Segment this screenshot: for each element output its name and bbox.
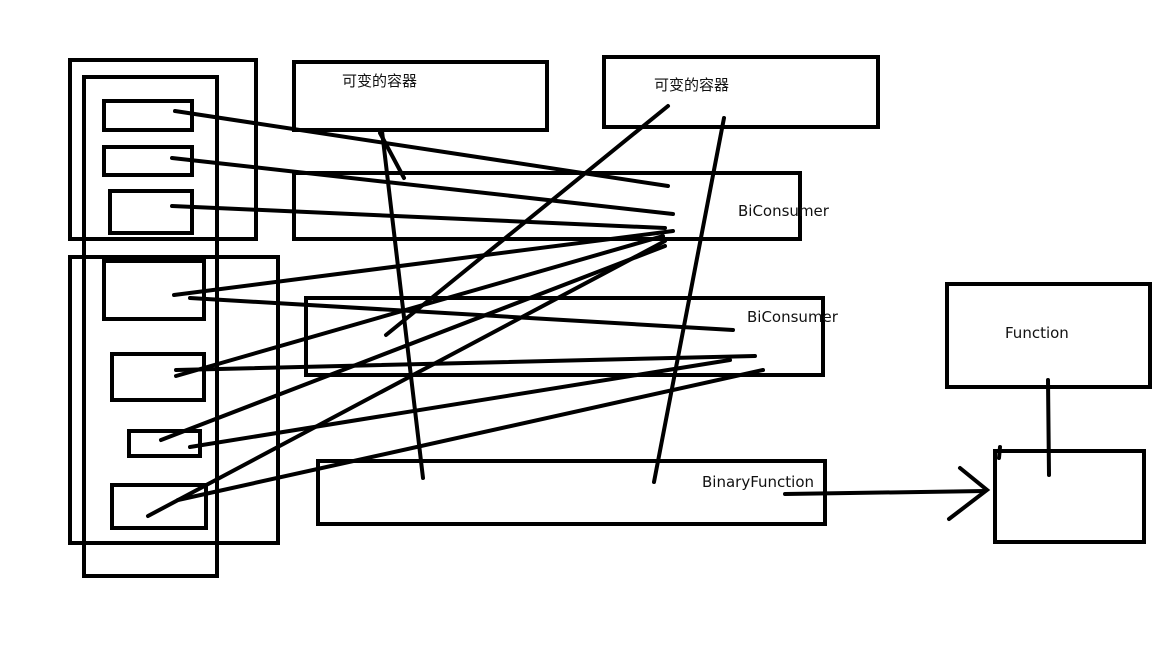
stroke-container1-to-binaryfunction xyxy=(380,129,425,480)
stroke-e4-to-b2 xyxy=(188,296,735,332)
stroke-e3-to-b1 xyxy=(170,204,667,230)
mutable-container-label-1: 可变的容器 xyxy=(342,72,418,90)
biconsumer-box-2 xyxy=(304,296,825,377)
stroke-e6-to-b2 xyxy=(188,358,732,449)
result-box xyxy=(993,449,1146,544)
stroke-result-tick xyxy=(997,445,1002,460)
stroke-e7-to-b2 xyxy=(176,368,765,502)
arrow-head xyxy=(947,466,991,521)
biconsumer-label-1: BiConsumer xyxy=(738,202,829,220)
left-lower-group-box xyxy=(68,255,280,545)
stroke-e5-to-b2 xyxy=(174,354,757,372)
stroke-function-to-result xyxy=(1046,378,1051,477)
stroke-e6-to-b1 xyxy=(159,244,667,442)
mutable-container-box-2 xyxy=(602,55,880,129)
stroke-e4-to-b1 xyxy=(172,229,675,297)
stroke-container2-to-binaryfunction xyxy=(652,116,726,484)
binary-function-label: BinaryFunction xyxy=(702,473,815,491)
element-box-3 xyxy=(108,189,194,235)
biconsumer-box-1 xyxy=(292,171,802,241)
stroke-e1-to-b1 xyxy=(173,109,670,188)
stroke-e2-to-b1 xyxy=(170,156,675,216)
mutable-container-box-1 xyxy=(292,60,549,132)
left-upper-group-box xyxy=(68,58,258,241)
element-box-5 xyxy=(110,352,206,402)
element-box-7 xyxy=(110,483,208,530)
stroke-container2-to-biconsumer2 xyxy=(384,104,670,337)
biconsumer-label-2: BiConsumer xyxy=(747,308,838,326)
mutable-container-label-2: 可变的容器 xyxy=(654,76,730,94)
stroke-binaryfunction-arrow xyxy=(783,489,987,496)
left-tall-column-box xyxy=(82,75,219,578)
function-label: Function xyxy=(1005,324,1069,342)
stroke-container1-tick xyxy=(378,131,406,180)
stroke-e7-to-b1 xyxy=(146,239,667,518)
